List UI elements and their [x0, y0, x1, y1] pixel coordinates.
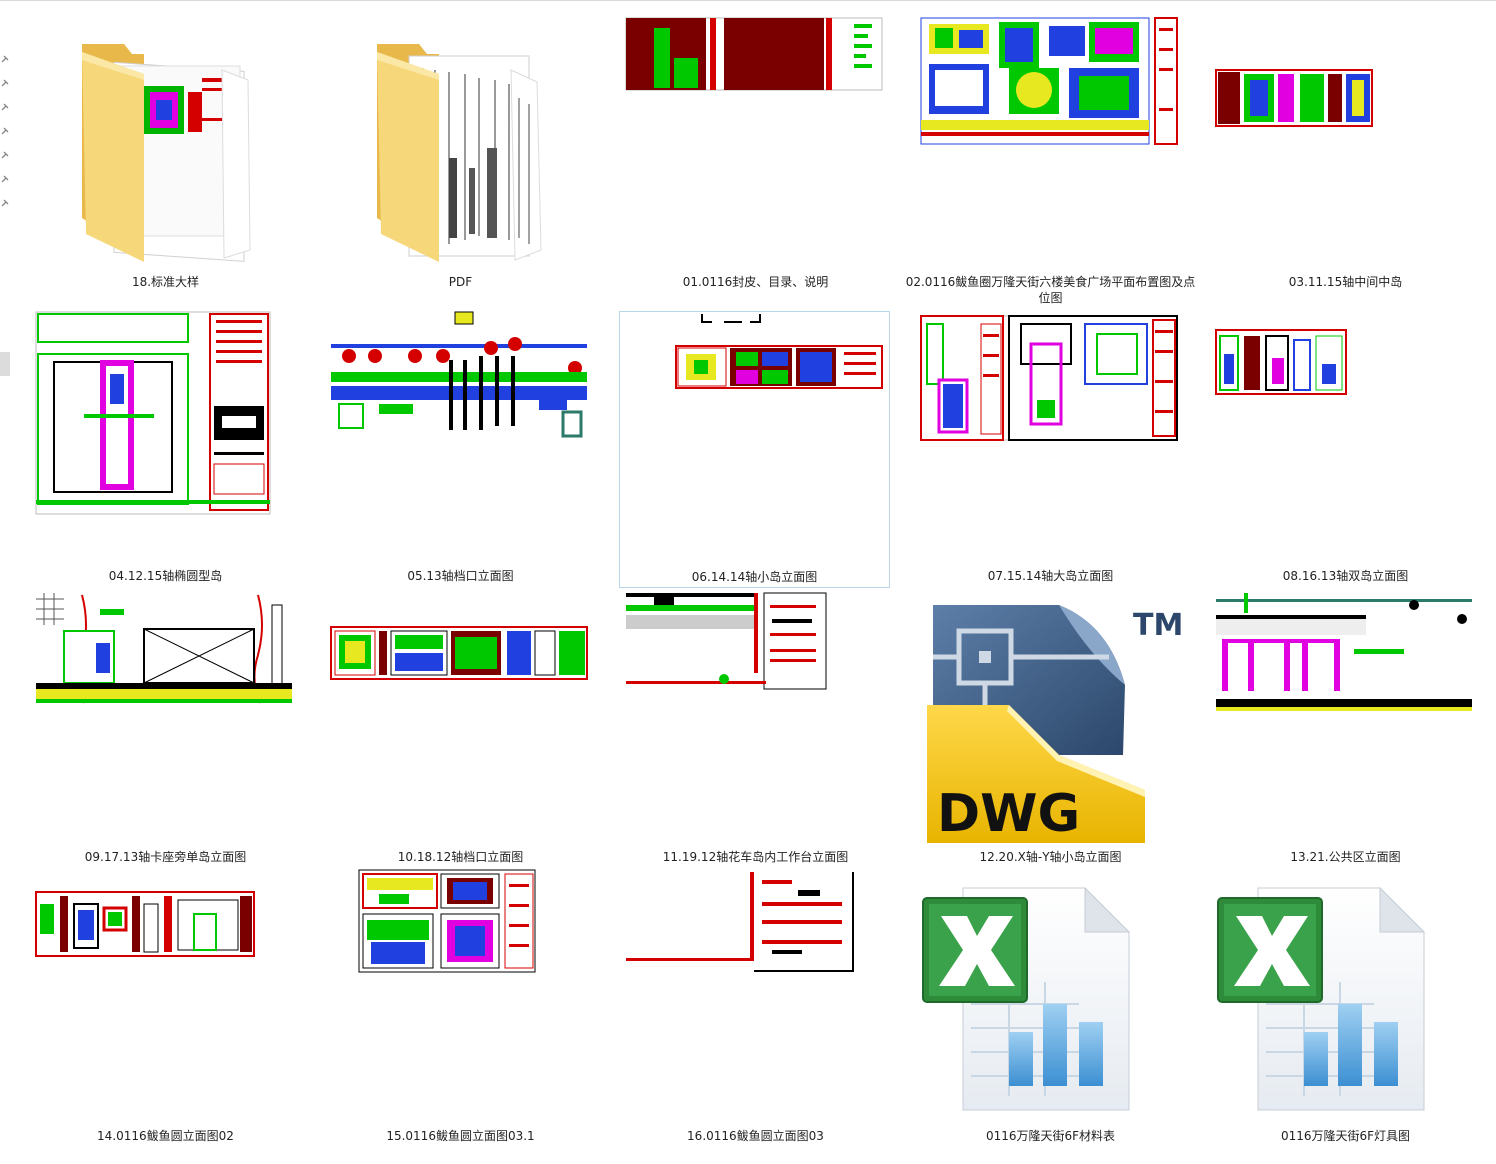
dwg-file-icon: DWG TM: [909, 585, 1192, 847]
file-label: 0116万隆天街6F材料表: [985, 1129, 1116, 1143]
cad-preview: [24, 864, 307, 1126]
file-item[interactable]: 11.19.12轴花车岛内工作台立面图: [608, 585, 903, 864]
dwg-tm: TM: [1133, 608, 1183, 643]
file-label: 16.0116鲅鱼圆立面图03: [687, 1129, 824, 1143]
cad-preview: [614, 8, 897, 270]
top-divider: [0, 0, 1496, 1]
pin-icon[interactable]: [1, 55, 9, 63]
file-label: 04.12.15轴椭圆型岛: [108, 569, 223, 583]
file-label: 10.18.12轴档口立面图: [397, 850, 524, 864]
pin-icon[interactable]: [1, 175, 9, 183]
file-item[interactable]: 16.0116鲅鱼圆立面图03: [608, 864, 903, 1143]
cad-preview: [1204, 585, 1487, 847]
quick-access-pins: [0, 0, 14, 1164]
file-label: 08.16.13轴双岛立面图: [1282, 569, 1409, 583]
file-item[interactable]: 14.0116鲅鱼圆立面图02: [18, 864, 313, 1143]
cad-preview: [620, 312, 889, 574]
file-label: 06.14.14轴小岛立面图: [691, 570, 818, 584]
cad-preview: [24, 585, 307, 847]
file-label: 07.15.14轴大岛立面图: [987, 569, 1114, 583]
file-item[interactable]: 0116万隆天街6F灯具图: [1198, 864, 1493, 1143]
cad-preview: [909, 8, 1192, 270]
file-item[interactable]: 18.标准大样: [18, 8, 313, 289]
cad-preview: [1204, 8, 1487, 270]
file-label: 11.19.12轴花车岛内工作台立面图: [662, 850, 849, 864]
file-item[interactable]: 08.16.13轴双岛立面图: [1198, 304, 1493, 583]
file-label: 03.11.15轴中间中岛: [1288, 275, 1403, 289]
file-item[interactable]: 13.21.公共区立面图: [1198, 585, 1493, 864]
excel-file-icon: [909, 864, 1192, 1126]
folder-icon: [24, 8, 307, 270]
file-item[interactable]: PDF: [313, 8, 608, 289]
pin-icon[interactable]: [1, 103, 9, 111]
file-label: 01.0116封皮、目录、说明: [682, 275, 829, 289]
file-item[interactable]: 01.0116封皮、目录、说明: [608, 8, 903, 289]
file-item-selected[interactable]: 06.14.14轴小岛立面图: [619, 311, 890, 588]
file-label: 13.21.公共区立面图: [1290, 850, 1401, 864]
pin-icon[interactable]: [1, 151, 9, 159]
cad-preview: [1204, 304, 1487, 566]
folder-icon: [319, 8, 602, 270]
cad-preview: [24, 304, 307, 566]
file-item[interactable]: 07.15.14轴大岛立面图: [903, 304, 1198, 583]
file-label: PDF: [448, 275, 473, 289]
file-item[interactable]: DWG TM 12.20.X轴-Y轴小岛立面图: [903, 585, 1198, 864]
file-label: 09.17.13轴卡座旁单岛立面图: [84, 850, 247, 864]
cad-preview: [319, 585, 602, 847]
file-item[interactable]: 03.11.15轴中间中岛: [1198, 8, 1493, 289]
file-label: 18.标准大样: [131, 275, 200, 289]
cad-preview: [614, 864, 897, 1126]
file-label: 05.13轴档口立面图: [407, 569, 514, 583]
file-label: 14.0116鲅鱼圆立面图02: [97, 1129, 234, 1143]
cad-preview: [319, 864, 602, 1126]
file-item[interactable]: 15.0116鲅鱼圆立面图03.1: [313, 864, 608, 1143]
pin-icon[interactable]: [1, 199, 9, 207]
file-item[interactable]: 05.13轴档口立面图: [313, 304, 608, 583]
file-item[interactable]: 04.12.15轴椭圆型岛: [18, 304, 313, 583]
file-label: 0116万隆天街6F灯具图: [1280, 1129, 1411, 1143]
file-label: 12.20.X轴-Y轴小岛立面图: [979, 850, 1122, 864]
cad-preview: [319, 304, 602, 566]
file-label: 15.0116鲅鱼圆立面图03.1: [386, 1129, 535, 1143]
file-item[interactable]: 10.18.12轴档口立面图: [313, 585, 608, 864]
cad-preview: [909, 304, 1192, 566]
scrollbar-thumb[interactable]: [0, 352, 10, 376]
file-label: 02.0116鲅鱼圈万隆天街六楼美食广场平面布置图及点位图: [905, 275, 1196, 305]
dwg-text: DWG: [937, 784, 1080, 844]
file-item[interactable]: 09.17.13轴卡座旁单岛立面图: [18, 585, 313, 864]
file-item[interactable]: 02.0116鲅鱼圈万隆天街六楼美食广场平面布置图及点位图: [903, 8, 1198, 305]
pin-icon[interactable]: [1, 127, 9, 135]
cad-preview: [614, 585, 897, 847]
pin-icon[interactable]: [1, 79, 9, 87]
file-item[interactable]: 0116万隆天街6F材料表: [903, 864, 1198, 1143]
excel-file-icon: [1204, 864, 1487, 1126]
